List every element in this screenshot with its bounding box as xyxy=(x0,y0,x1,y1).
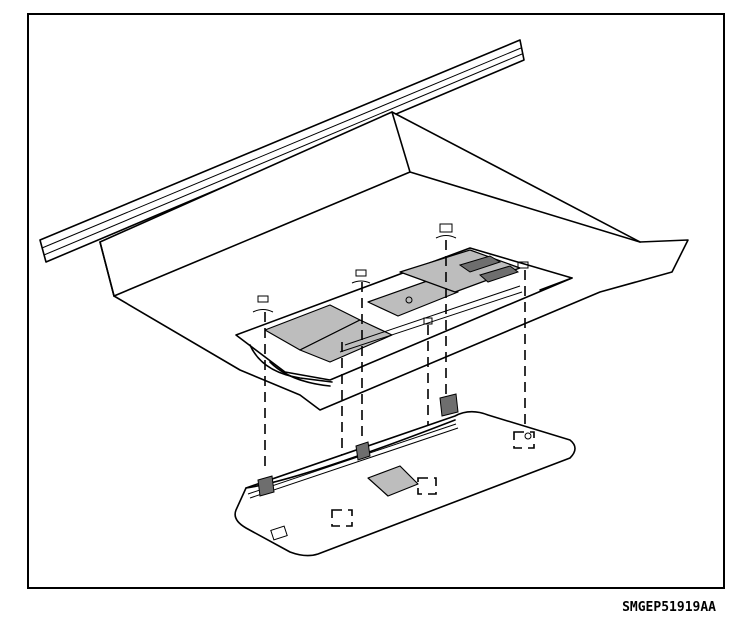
clip-callout-5 xyxy=(517,261,529,269)
figure-code: SMGEP51919AA xyxy=(622,600,716,615)
clip-callouts xyxy=(252,223,529,325)
clip-callout-1 xyxy=(252,295,274,313)
clip-callout-4 xyxy=(423,317,433,325)
figure-border xyxy=(27,13,725,589)
clip-callout-3 xyxy=(435,223,457,239)
console-housing xyxy=(235,247,573,387)
clip-callout-2 xyxy=(351,269,371,284)
console-trim-panel xyxy=(234,393,576,557)
